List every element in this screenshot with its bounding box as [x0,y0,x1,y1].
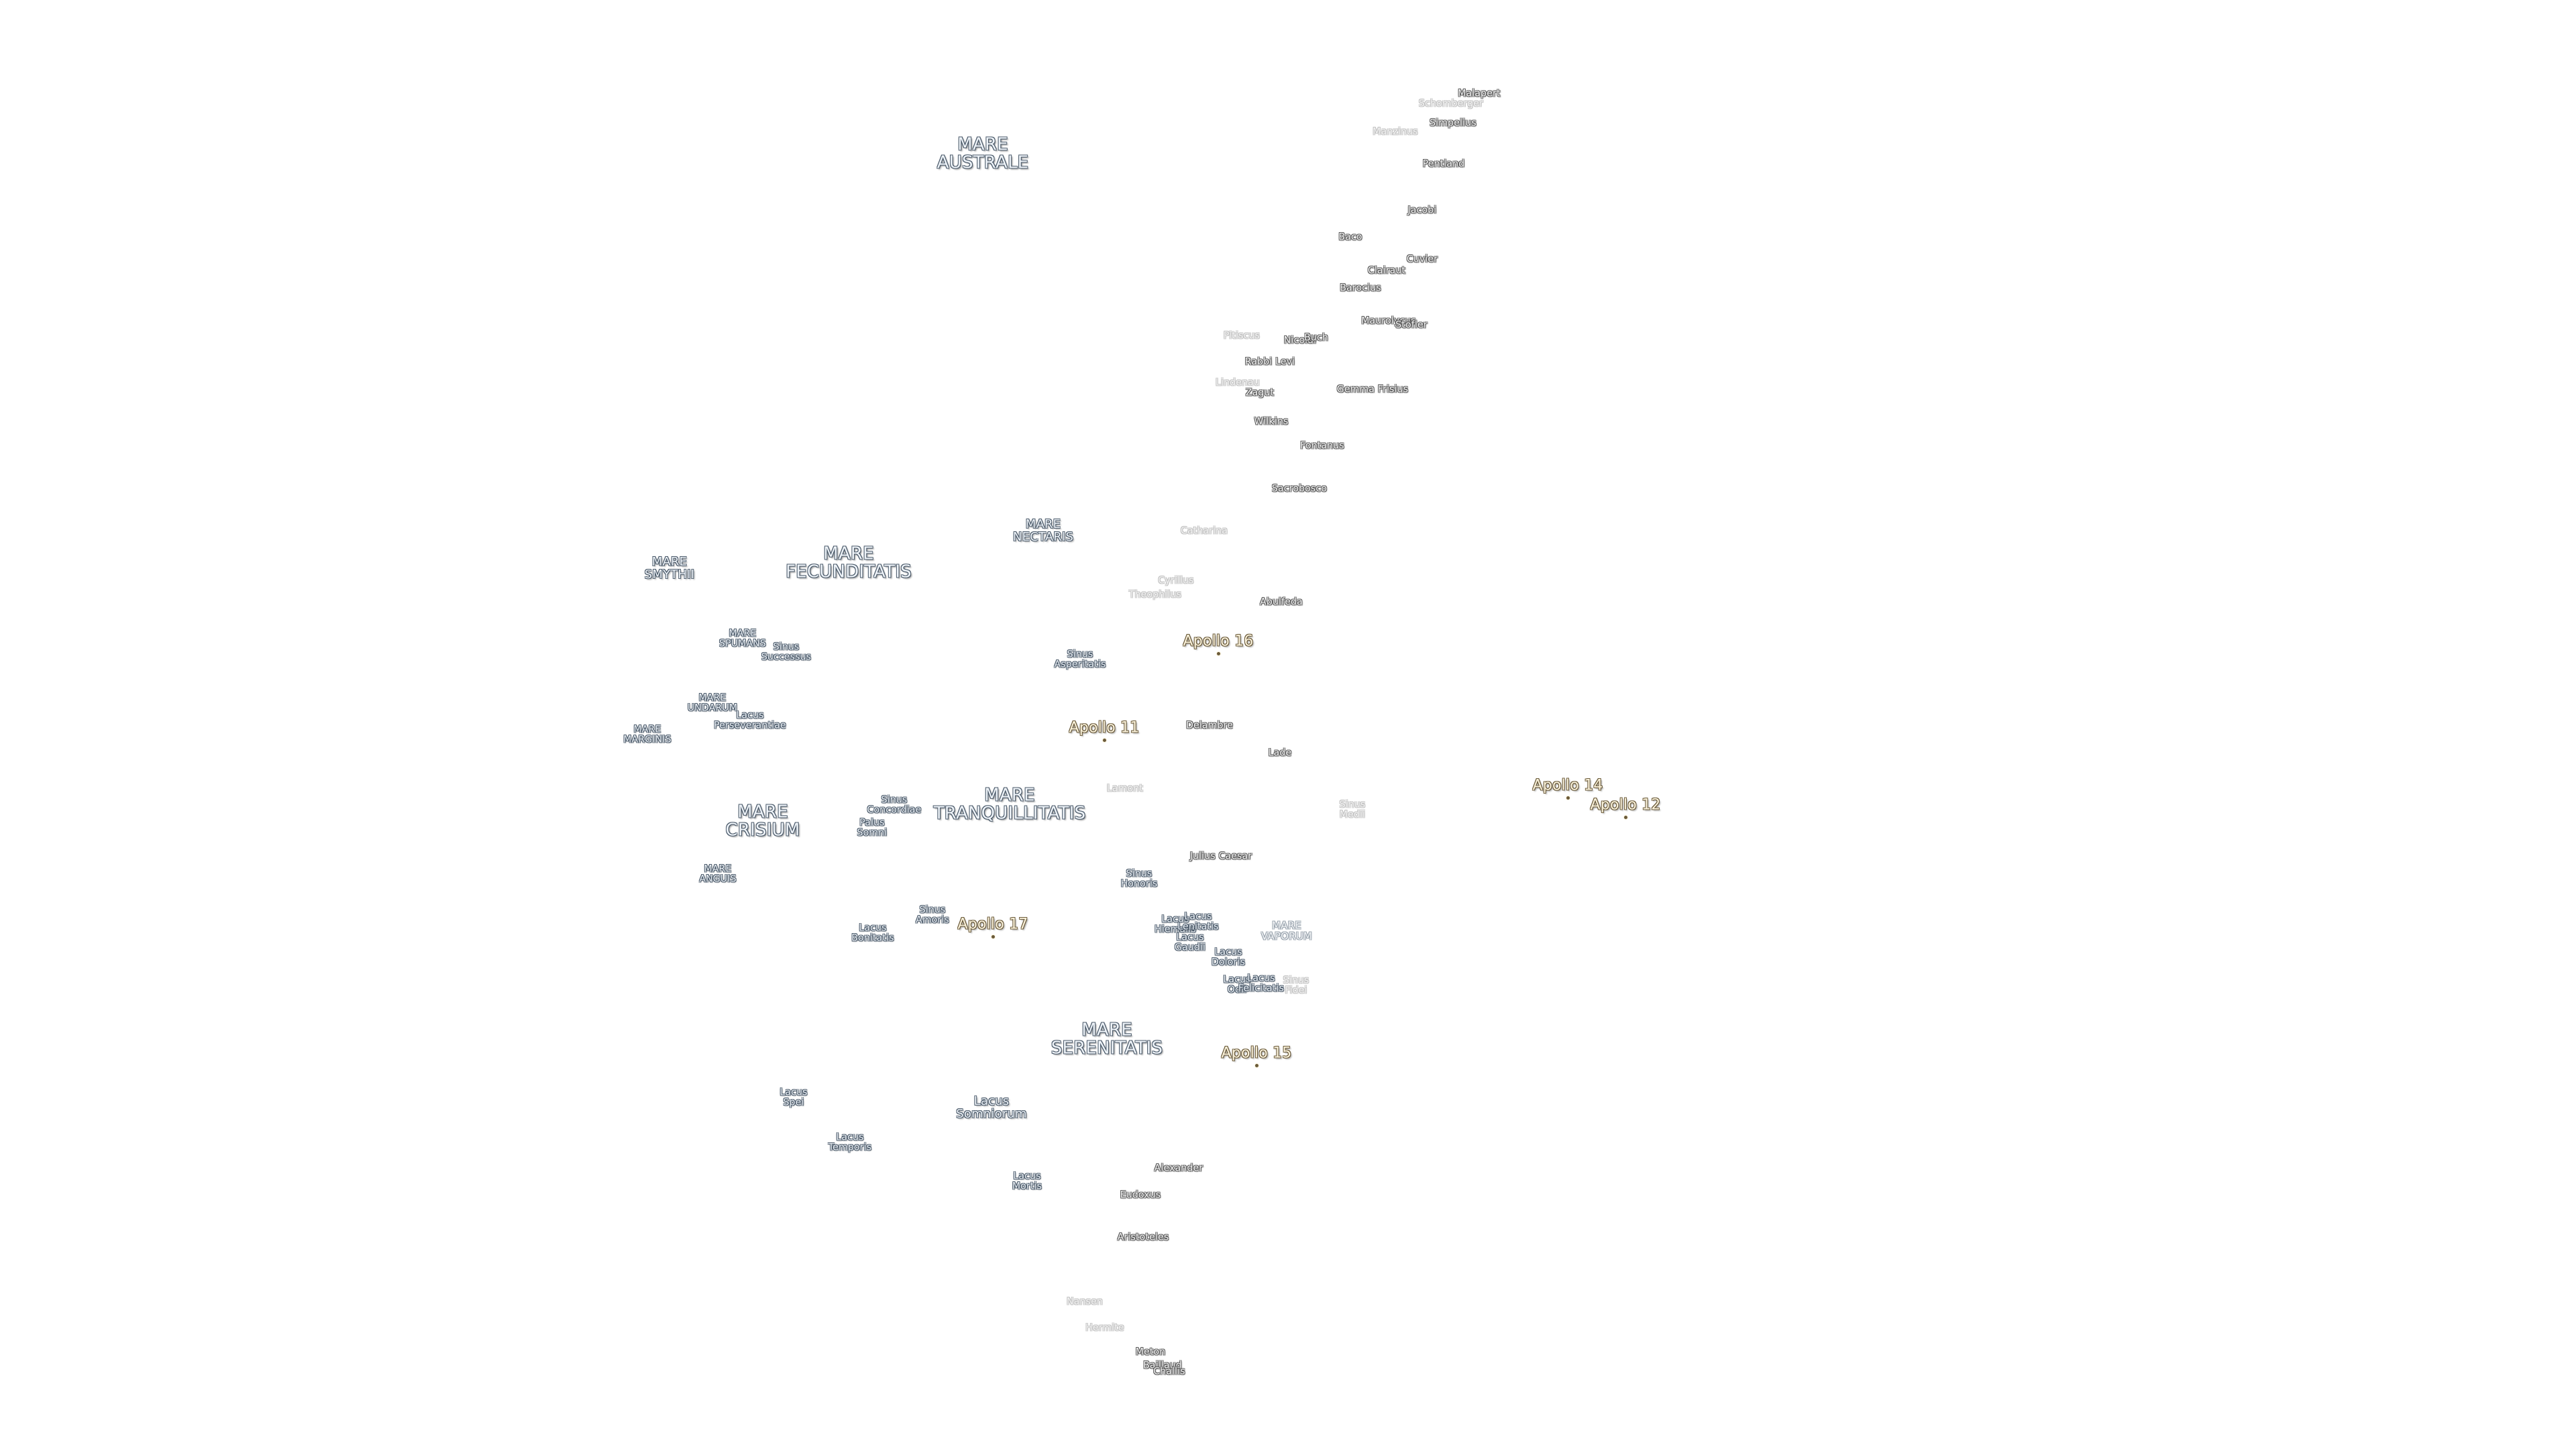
label-jacobi: Jacobi [1407,205,1437,216]
label-mare-marginis: MARE MARGINIS [623,724,672,745]
label-mare-undarum: MARE UNDARUM [687,692,738,713]
label-simpelius: Simpelius [1430,117,1477,129]
label-buch: Buch [1304,332,1328,343]
label-apollo-15: Apollo 15 [1221,1044,1292,1062]
label-sinus-medii: Sinus Medii [1339,799,1366,820]
label-sacrobosco: Sacrobosco [1271,483,1328,494]
apollo-12-site-marker [1624,816,1627,819]
label-mare-tranquillitatis: MARE TRANQUILLITATIS [933,785,1086,824]
label-lacus-odii: Lacus Odii [1223,974,1251,995]
label-lacus-spei: Lacus Spei [780,1087,808,1108]
label-mare-fecunditatis: MARE FECUNDITATIS [786,543,912,582]
label-lacus-mortis: Lacus Mortis [1012,1171,1042,1191]
apollo-15-site-marker [1255,1064,1258,1067]
label-meton: Meton [1135,1346,1166,1358]
label-maurolycus: Maurolycus [1361,315,1416,327]
label-fontanus: Fontanus [1300,440,1344,451]
label-lamont: Lamont [1106,783,1144,794]
label-sinus-fidei: Sinus Fidei [1283,975,1309,996]
label-aristoteles: Aristoteles [1117,1232,1169,1243]
label-alexander: Alexander [1154,1163,1203,1174]
label-delambre: Delambre [1185,720,1234,731]
label-lacus-felicitatis: Lacus Felicitatis [1238,973,1285,994]
apollo-16-site-marker [1217,652,1220,655]
label-clairaut: Clairaut [1367,265,1406,276]
label-catharina: Catharina [1180,525,1228,537]
label-apollo-12: Apollo 12 [1590,796,1661,814]
label-manzinus: Manzinus [1373,126,1418,138]
label-nansen: Nansen [1067,1296,1103,1307]
label-theophilus: Theophilus [1128,589,1182,600]
label-nicolai: Nicolai [1283,335,1317,346]
label-mare-serenitatis: MARE SERENITATIS [1051,1020,1163,1059]
label-lade: Lade [1268,747,1292,759]
label-zagut: Zagut [1245,387,1275,398]
label-sinus-asperitatis: Sinus Asperitatis [1054,649,1106,669]
label-mare-australe: MARE AUSTRALE [936,134,1029,173]
label-barocius: Barocius [1340,282,1381,294]
label-apollo-16: Apollo 16 [1183,633,1254,650]
label-cyrillus: Cyrillus [1158,575,1194,586]
label-apollo-11: Apollo 11 [1069,719,1140,737]
label-lindenau: Lindenau [1216,377,1260,388]
label-mare-smythii: MARE SMYTHII [644,555,695,582]
label-mare-vaporum: MARE VAPORUM [1260,919,1313,942]
label-sinus-successus: Sinus Successus [761,641,812,662]
label-mare-nectaris: MARE NECTARIS [1012,517,1074,544]
label-lacus-somniorum: Lacus Somniorum [956,1094,1027,1121]
label-malapert: Malapert [1458,88,1501,99]
label-schomberger: Schomberger [1418,98,1484,109]
label-abulfeda: Abulfeda [1260,596,1303,608]
label-pitiscus: Pitiscus [1223,330,1260,341]
label-palus-somni: Palus Somni [857,817,888,838]
label-julius-caesar: Julius Caesar [1189,851,1252,862]
label-stofler: Stöfler [1395,319,1428,331]
label-apollo-17: Apollo 17 [957,916,1028,933]
label-gemma-frisius: Gemma Frisius [1336,384,1409,395]
label-wilkins: Wilkins [1254,416,1289,427]
label-lacus-temporis: Lacus Temporis [828,1132,872,1152]
label-baco: Baco [1338,231,1362,243]
apollo-11-site-marker [1103,739,1106,742]
label-sinus-concordiae: Sinus Concordiae [867,794,922,815]
label-pentland: Pentland [1422,158,1465,170]
label-eudoxus: Eudoxus [1120,1189,1161,1201]
label-apollo-14: Apollo 14 [1532,777,1603,794]
label-baillaud: Baillaud [1143,1360,1182,1371]
label-hermite: Hermite [1085,1322,1124,1334]
label-mare-spumans: MARE SPUMANS [719,628,766,649]
apollo-17-site-marker [991,935,995,938]
label-sinus-honoris: Sinus Honoris [1120,868,1158,889]
label-cuvier: Cuvier [1406,254,1438,265]
label-challis: Challis [1153,1366,1185,1377]
label-sinus-amoris: Sinus Amoris [916,904,949,925]
label-mare-anguis: MARE ANGUIS [699,863,737,884]
apollo-14-site-marker [1566,796,1570,800]
label-lacus-gaudii: Lacus Gaudii [1174,932,1206,953]
label-lacus-hiemalis: Lacus Hiemalis [1155,914,1196,934]
label-lacus-bonitatis: Lacus Bonitatis [851,922,894,943]
label-lacus-lenitatis: Lacus Lenitatis [1177,911,1219,932]
label-rabbi-levi: Rabbi Levi [1244,356,1295,368]
label-lacus-perseverantiae: Lacus Perseverantiae [714,710,786,731]
label-lacus-doloris: Lacus Doloris [1211,947,1246,967]
label-mare-crisium: MARE CRISIUM [725,802,800,841]
